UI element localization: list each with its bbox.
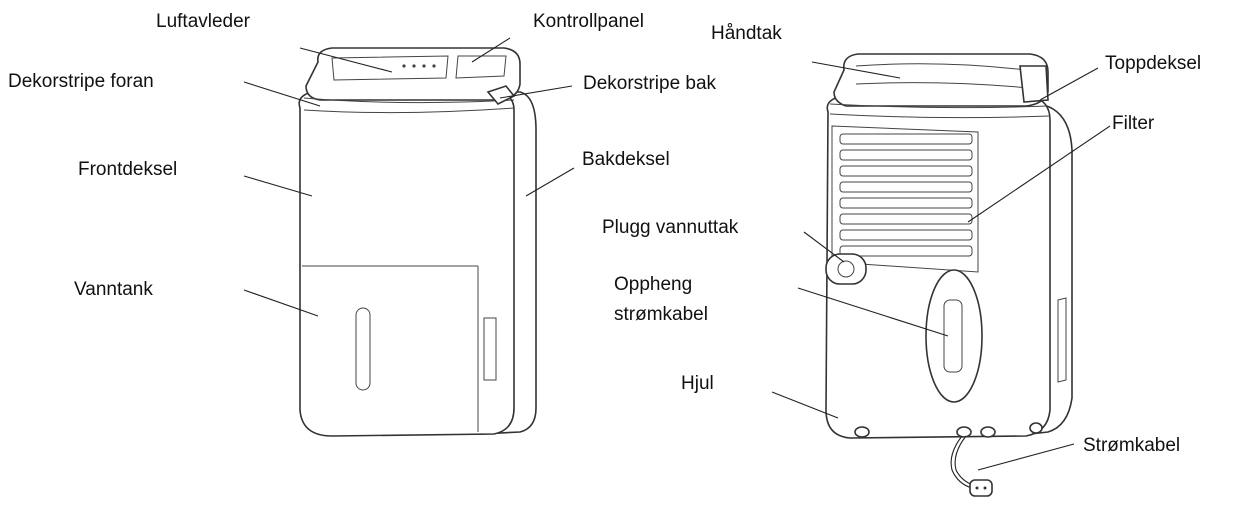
label-plugg-vannuttak: Plugg vannuttak <box>602 216 738 240</box>
label-vanntank: Vanntank <box>74 278 153 302</box>
label-bakdeksel: Bakdeksel <box>582 148 670 172</box>
back-unit <box>826 54 1072 496</box>
label-hjul: Hjul <box>681 372 714 396</box>
label-dekorstripe-bak: Dekorstripe bak <box>583 72 716 96</box>
label-handtak: Håndtak <box>711 22 782 46</box>
label-dekorstripe-foran: Dekorstripe foran <box>8 70 154 94</box>
label-oppheng-stromkabel: Oppheng strømkabel <box>614 270 754 330</box>
label-stromkabel: Strømkabel <box>1083 434 1180 458</box>
label-frontdeksel: Frontdeksel <box>78 158 177 182</box>
label-toppdeksel: Toppdeksel <box>1105 52 1201 76</box>
label-luftavleder: Luftavleder <box>156 10 250 34</box>
label-filter: Filter <box>1112 112 1154 136</box>
label-kontrollpanel: Kontrollpanel <box>533 10 644 34</box>
front-unit <box>299 48 536 436</box>
